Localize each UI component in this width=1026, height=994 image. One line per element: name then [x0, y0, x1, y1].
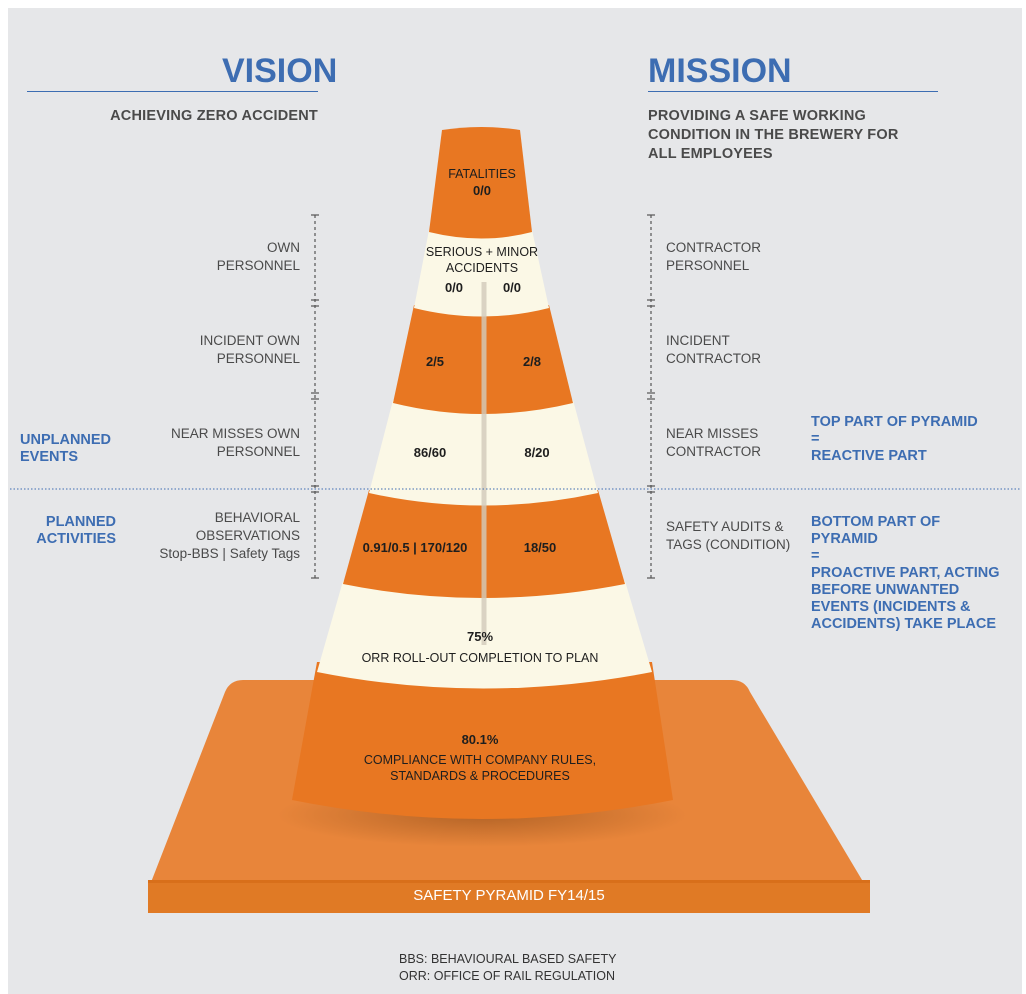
incidents-own-value: 2/5: [425, 354, 445, 369]
vision-title: VISION: [222, 52, 338, 90]
cone-segment-compliance: [292, 662, 673, 819]
fatalities-label: FATALITIES: [448, 167, 516, 181]
cone-segment-fatalities: [429, 127, 532, 239]
serious-contractor-value: 0/0: [502, 280, 522, 295]
base-title: SAFETY PYRAMID FY14/15: [413, 887, 605, 904]
mission-subtitle: PROVIDING A SAFE WORKING CONDITION IN TH…: [648, 108, 899, 162]
footnotes: BBS: BEHAVIOURAL BASED SAFETY ORR: OFFIC…: [399, 951, 616, 985]
serious-own-value: 0/0: [444, 280, 464, 295]
label-safety-audits: SAFETY AUDITS &TAGS (CONDITION): [666, 519, 791, 552]
near-misses-own-value: 86/60: [413, 445, 447, 460]
compliance-label: COMPLIANCE WITH COMPANY RULES,STANDARDS …: [363, 753, 597, 783]
observations-contractor-value: 18/50: [523, 540, 557, 555]
cone-segment-serious: [414, 230, 549, 317]
vision-subtitle: ACHIEVING ZERO ACCIDENT: [110, 108, 318, 124]
orr-value: 75%: [466, 629, 494, 644]
mission-rule: [648, 91, 938, 92]
orr-label: ORR ROLL-OUT COMPLETION TO PLAN: [361, 651, 599, 665]
right-bracket: [647, 214, 655, 579]
near-misses-contractor-value: 8/20: [524, 445, 550, 460]
compliance-value: 80.1%: [461, 732, 499, 747]
fatalities-value: 0/0: [472, 183, 492, 198]
mission-title: MISSION: [648, 52, 792, 90]
footnote-bbs: BBS: BEHAVIOURAL BASED SAFETY: [399, 952, 617, 966]
incidents-contractor-value: 2/8: [522, 354, 542, 369]
vision-rule: [27, 91, 318, 92]
footnote-orr: ORR: OFFICE OF RAIL REGULATION: [399, 969, 615, 983]
cone-base-front: [148, 880, 870, 913]
left-bracket: [311, 214, 319, 579]
observations-own-value: 0.91/0.5 | 170/120: [362, 540, 468, 555]
note-top-reactive: TOP PART OF PYRAMID=REACTIVE PART: [811, 414, 978, 464]
